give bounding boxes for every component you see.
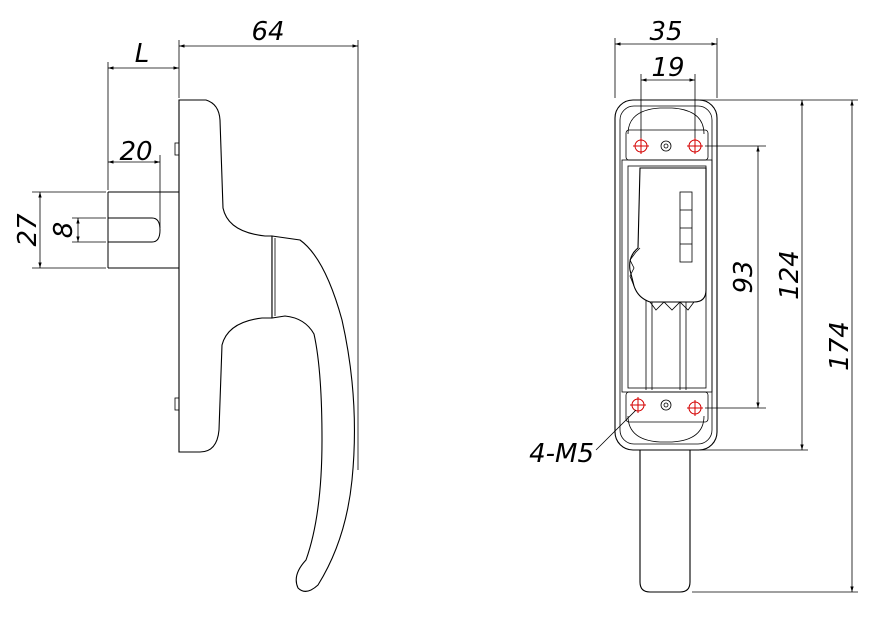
screw-callout: 4-M5 — [529, 439, 594, 469]
dim-side-spindle-reach: 20 — [119, 137, 152, 167]
dim-front-hole-spacing-y: 93 — [729, 260, 759, 293]
dim-front-base-height: 124 — [775, 250, 805, 300]
front-cam-block — [629, 167, 707, 303]
side-lever-arm — [271, 235, 356, 592]
side-view: 64 L 20 27 8 — [13, 17, 359, 592]
spindle — [107, 191, 179, 269]
dim-side-spindle-length: L — [135, 39, 150, 69]
front-inner-plate — [621, 159, 713, 393]
dim-side-square: 8 — [49, 222, 79, 239]
dim-front-width: 35 — [649, 17, 682, 47]
dim-front-hole-spacing-x: 19 — [651, 53, 684, 83]
front-view: 35 19 93 124 174 4-M5 — [529, 17, 858, 593]
dim-side-spindle-height: 27 — [13, 213, 43, 247]
dim-front-total-height: 174 — [825, 321, 855, 371]
dim-side-width: 64 — [251, 17, 284, 47]
screw-hole-bottom-right — [687, 400, 703, 416]
screw-hole-bottom-left — [630, 397, 646, 413]
side-base-plate — [178, 99, 273, 453]
front-lever-stub — [639, 449, 691, 593]
screw-hole-top-right — [687, 138, 703, 154]
screw-hole-top-left — [633, 138, 649, 154]
